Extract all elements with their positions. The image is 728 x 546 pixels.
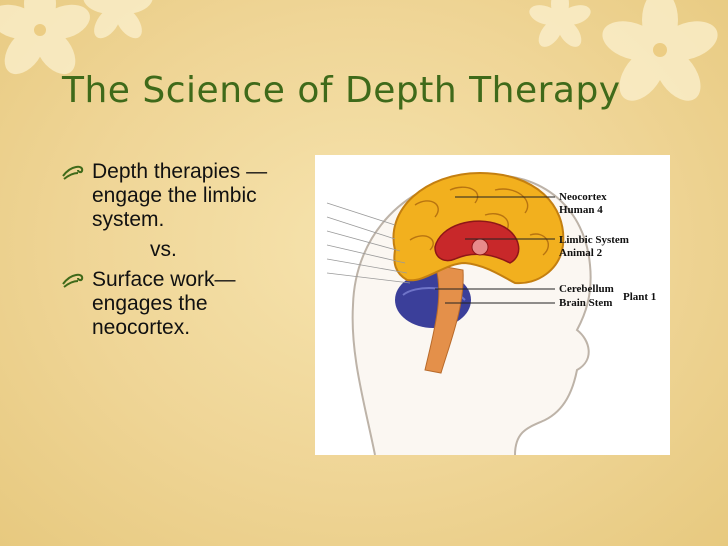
label-neocortex: Neocortex <box>559 191 607 203</box>
label-plant: Plant 1 <box>623 291 656 303</box>
bullet-item: Depth therapies — engage the limbic syst… <box>58 160 308 232</box>
bullet-list: Depth therapies — engage the limbic syst… <box>58 160 308 344</box>
label-brain-stem: Brain Stem <box>559 297 612 309</box>
label-limbic-system: Limbic System <box>559 234 629 246</box>
bullet-text: Surface work— engages the neocortex. <box>92 268 236 339</box>
bullet-scroll-icon <box>62 165 84 180</box>
brain-diagram: Neocortex Human 4 Limbic System Animal 2… <box>315 155 670 456</box>
label-animal: Animal 2 <box>559 247 603 259</box>
vs-separator: vs. <box>150 238 177 261</box>
label-cerebellum: Cerebellum <box>559 283 614 295</box>
brain-stem-region <box>424 264 464 374</box>
bullet-text: Depth therapies — engage the limbic syst… <box>92 160 268 231</box>
brain-illustration: Neocortex Human 4 Limbic System Animal 2… <box>326 171 656 456</box>
slide-title: The Science of Depth Therapy <box>62 70 621 111</box>
bullet-scroll-icon <box>62 273 84 288</box>
label-human: Human 4 <box>559 204 603 216</box>
bullet-item: Surface work— engages the neocortex. <box>58 268 308 340</box>
